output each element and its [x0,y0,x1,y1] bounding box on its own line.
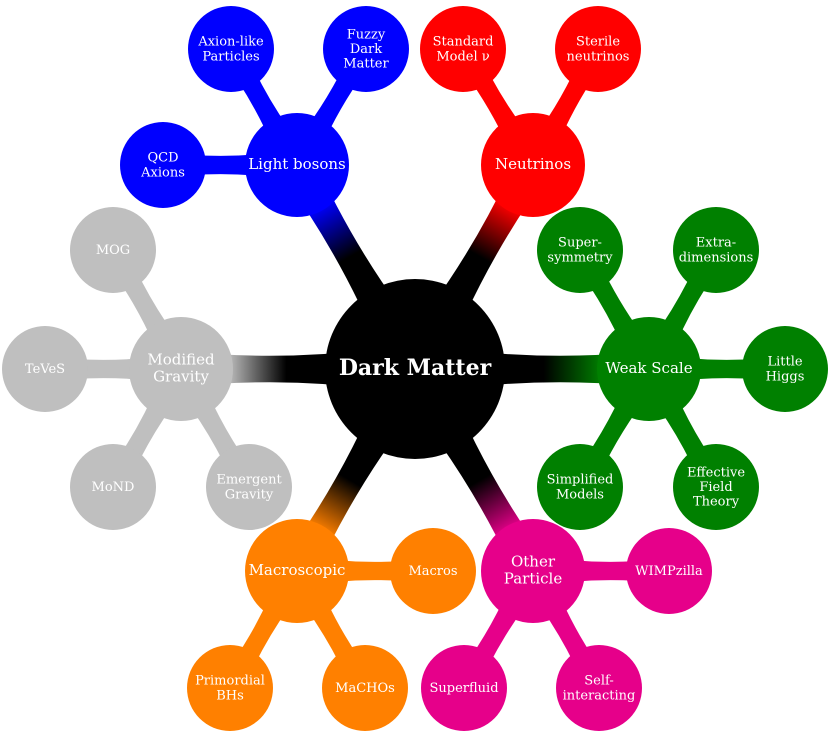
leaf-node-extra-dimensions-bubble [673,207,759,293]
category-node-light-bosons-bubble [245,113,349,217]
root-node-dark-matter: Dark Matter [325,279,505,459]
category-node-macroscopic-label: Macroscopic [249,561,346,579]
leaf-node-self-interacting: Self-interacting [556,645,642,731]
leaf-node-primordial-bhs-bubble [187,645,273,731]
leaf-node-effective-field-theory-bubble [673,444,759,530]
leaf-node-mond-bubble [70,444,156,530]
leaf-node-machos-bubble [322,645,408,731]
leaf-node-machos: MaCHOs [322,645,408,731]
category-node-light-bosons: Light bosons [245,113,349,217]
category-node-light-bosons-label: Light bosons [248,155,346,173]
leaf-node-wimpzilla: WIMPzilla [626,528,712,614]
leaf-node-supersymmetry: Super-symmetry [537,207,623,293]
leaf-node-wimpzilla-label: WIMPzilla [635,564,703,579]
leaf-node-teves-bubble [2,326,88,412]
leaf-node-little-higgs-bubble [742,326,828,412]
leaf-node-mog-bubble [70,207,156,293]
leaf-node-mond-label: MoND [92,480,135,495]
leaf-node-sterile-neutrinos-bubble [555,6,641,92]
category-node-macroscopic: Macroscopic [245,519,349,623]
category-node-weak-scale: Weak Scale [597,317,701,421]
category-node-weak-scale-bubble [597,317,701,421]
leaf-node-teves-label: TeVeS [25,362,65,377]
leaf-node-extra-dimensions: Extra-dimensions [673,207,759,293]
leaf-node-mond: MoND [70,444,156,530]
category-node-other-particle-bubble [481,519,585,623]
leaf-node-teves: TeVeS [2,326,88,412]
leaf-node-simplified-models-bubble [537,444,623,530]
leaf-node-supersymmetry-label: Super-symmetry [547,235,613,265]
leaf-node-supersymmetry-bubble [537,207,623,293]
category-node-weak-scale-label: Weak Scale [605,359,692,377]
leaf-node-superfluid: Superfluid [421,645,507,731]
leaf-node-standard-model-nu-bubble [420,6,506,92]
leaf-node-macros-bubble [390,528,476,614]
leaf-node-macros: Macros [390,528,476,614]
category-node-macroscopic-bubble [245,519,349,623]
leaf-node-mog-label: MOG [96,243,130,258]
category-node-neutrinos: Neutrinos [481,113,585,217]
leaf-node-mog: MOG [70,207,156,293]
root-node-dark-matter-label: Dark Matter [339,355,492,381]
leaf-node-superfluid-bubble [421,645,507,731]
leaf-node-extra-dimensions-label: Extra-dimensions [679,235,754,265]
leaf-node-superfluid-label: Superfluid [429,681,498,696]
root-node-dark-matter-bubble [325,279,505,459]
leaf-node-wimpzilla-bubble [626,528,712,614]
leaf-node-self-interacting-label: Self-interacting [563,673,636,703]
leaf-node-fuzzy-dark-matter-bubble [323,6,409,92]
category-node-modified-gravity-bubble [129,317,233,421]
leaf-node-emergent-gravity-bubble [206,444,292,530]
category-node-neutrinos-bubble [481,113,585,217]
category-node-neutrinos-label: Neutrinos [495,155,571,173]
leaf-node-macros-label: Macros [408,564,457,579]
leaf-node-machos-label: MaCHOs [335,681,395,696]
leaf-node-axion-like-particles-bubble [188,6,274,92]
leaf-node-self-interacting-bubble [556,645,642,731]
leaf-node-qcd-axions-bubble [120,122,206,208]
